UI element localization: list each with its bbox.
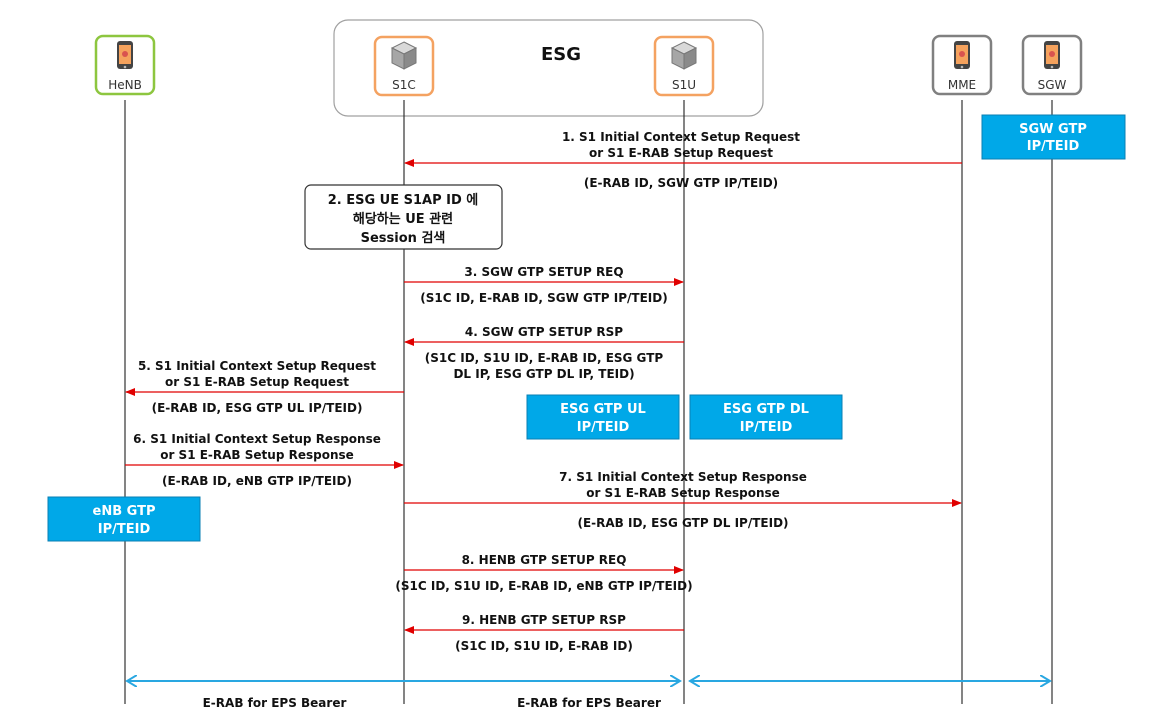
message-label: 8. HENB GTP SETUP REQ (462, 553, 627, 567)
server-cube-icon (390, 41, 418, 70)
message-params: (E-RAB ID, eNB GTP IP/TEID) (162, 474, 352, 488)
server-cube-icon (670, 41, 698, 70)
mobile-phone-icon (1044, 41, 1060, 69)
node-label: MME (948, 78, 976, 92)
message-label: or S1 E-RAB Setup Request (165, 375, 349, 389)
bearer-label: E-RAB for EPS Bearer (203, 696, 347, 710)
node-sgw: SGW (1021, 34, 1083, 96)
message-2: 3. SGW GTP SETUP REQ (S1C ID, E-RAB ID, S… (404, 265, 684, 305)
message-params: (S1C ID, S1U ID, E-RAB ID, ESG GTP (425, 351, 664, 365)
message-7: 8. HENB GTP SETUP REQ (S1C ID, S1U ID, E-… (395, 553, 692, 593)
node-s1c: S1C (373, 35, 435, 97)
mobile-phone-icon (117, 41, 133, 69)
node-mme: MME (931, 34, 993, 96)
bearer-label: E-RAB for EPS Bearer (517, 696, 661, 710)
box-line: ESG GTP DL (723, 402, 809, 417)
message-params: (E-RAB ID, ESG GTP UL IP/TEID) (152, 401, 363, 415)
message-params: (E-RAB ID, ESG GTP DL IP/TEID) (577, 516, 788, 530)
node-s1u: S1U (653, 35, 715, 97)
message-label: 6. S1 Initial Context Setup Response (133, 432, 381, 446)
session-search-note: 2. ESG UE S1AP ID 에 해당하는 UE 관련 Session 검… (304, 184, 503, 250)
mobile-phone-icon (954, 41, 970, 69)
box-line: IP/TEID (577, 420, 630, 435)
message-params: DL IP, ESG GTP DL IP, TEID) (453, 367, 634, 381)
note-line: 2. ESG UE S1AP ID 에 (328, 192, 479, 208)
message-8: 9. HENB GTP SETUP RSP (S1C ID, S1U ID, E-… (404, 613, 684, 653)
message-label: 1. S1 Initial Context Setup Request (562, 130, 800, 144)
message-6: 7. S1 Initial Context Setup Response or S… (404, 470, 962, 530)
box-line: IP/TEID (1027, 139, 1080, 154)
message-params: (S1C ID, E-RAB ID, SGW GTP IP/TEID) (420, 291, 667, 305)
node-henb: HeNB (94, 34, 156, 96)
node-label: S1U (672, 78, 696, 92)
enb-gtp-box: eNB GTP IP/TEID (47, 496, 201, 542)
message-label: or S1 E-RAB Setup Request (589, 146, 773, 160)
message-label: or S1 E-RAB Setup Response (586, 486, 780, 500)
esg-group-title: ESG (541, 44, 581, 65)
message-params: (S1C ID, S1U ID, E-RAB ID, eNB GTP IP/TE… (395, 579, 692, 593)
box-line: IP/TEID (740, 420, 793, 435)
node-label: SGW (1038, 78, 1067, 92)
message-4: 5. S1 Initial Context Setup Request or S1… (125, 359, 404, 415)
note-line: 해당하는 UE 관련 (353, 211, 453, 227)
message-1: 1. S1 Initial Context Setup Request or S1… (404, 130, 962, 190)
message-label: 5. S1 Initial Context Setup Request (138, 359, 376, 373)
message-label: 9. HENB GTP SETUP RSP (462, 613, 626, 627)
message-params: (E-RAB ID, SGW GTP IP/TEID) (584, 176, 778, 190)
esg-gtp-ul-box: ESG GTP UL IP/TEID (526, 394, 680, 440)
box-line: IP/TEID (98, 522, 151, 537)
box-line: ESG GTP UL (560, 402, 646, 417)
node-label: S1C (392, 78, 416, 92)
sgw-gtp-box: SGW GTP IP/TEID (981, 114, 1126, 160)
message-label: 3. SGW GTP SETUP REQ (464, 265, 623, 279)
message-5: 6. S1 Initial Context Setup Response or S… (125, 432, 404, 488)
box-line: SGW GTP (1019, 122, 1087, 137)
box-line: eNB GTP (93, 504, 156, 519)
message-params: (S1C ID, S1U ID, E-RAB ID) (455, 639, 633, 653)
message-label: 4. SGW GTP SETUP RSP (465, 325, 623, 339)
message-label: 7. S1 Initial Context Setup Response (559, 470, 807, 484)
esg-gtp-dl-box: ESG GTP DL IP/TEID (689, 394, 843, 440)
node-label: HeNB (108, 78, 142, 92)
message-label: or S1 E-RAB Setup Response (160, 448, 354, 462)
note-line: Session 검색 (361, 231, 446, 246)
message-3: 4. SGW GTP SETUP RSP (S1C ID, S1U ID, E-R… (404, 325, 684, 381)
